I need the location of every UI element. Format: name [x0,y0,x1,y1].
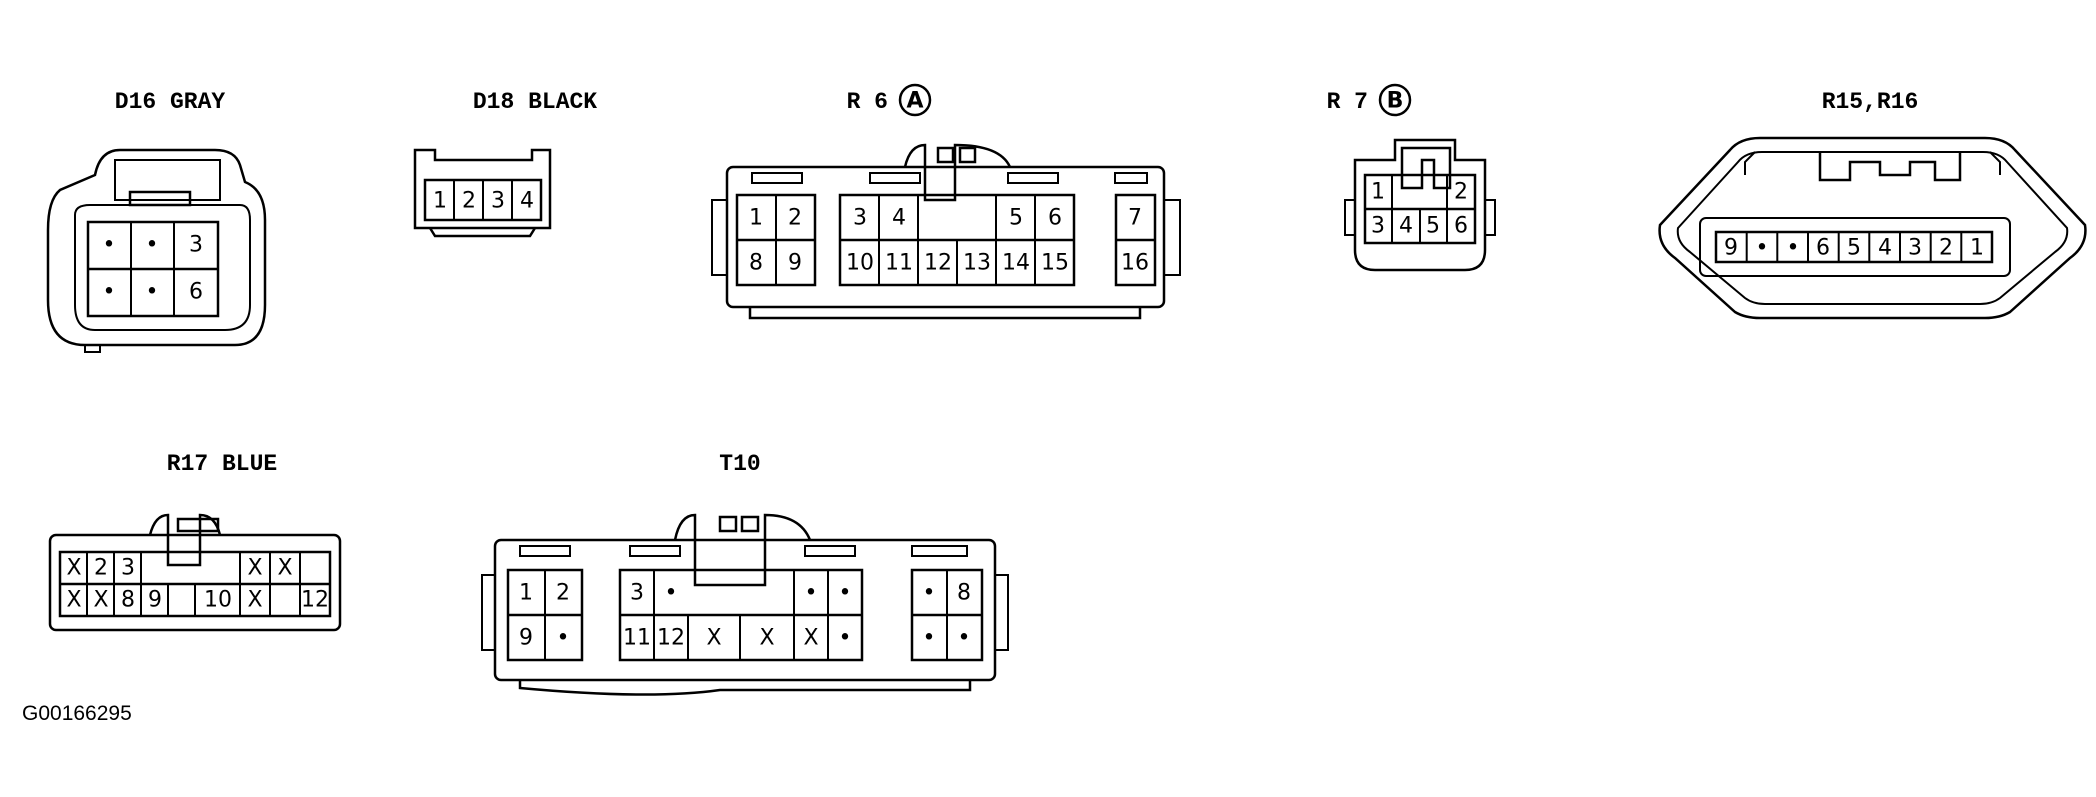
figure-id: G00166295 [22,702,132,725]
connector-r7-badge-label: B [1387,89,1404,114]
pin-cell: 9 [148,588,162,613]
pin-cell: • [1756,236,1769,261]
pin-cell: 6 [1816,236,1830,261]
pin-cell: • [146,280,159,305]
pin-cell: 8 [121,588,135,613]
pin-cell: • [146,233,159,258]
pin-cell: 1 [433,189,447,214]
connector-r15-r16: R15,R16 9 • • 6 5 4 3 2 1 [1658,89,2087,320]
pin-cell: 3 [189,233,203,258]
pin-cell: 4 [520,189,534,214]
pin-cell: 8 [957,581,971,606]
connector-t10-pins: 1 2 9 • 3 • • • 11 12 X X X • • 8 • • [519,581,971,651]
pin-cell: 3 [491,189,505,214]
pin-cell: 6 [189,280,203,305]
pin-cell: 1 [519,581,533,606]
pin-cell: 3 [1908,236,1922,261]
pin-cell: 6 [1048,206,1062,231]
connector-t10: T10 1 2 9 • 3 • • [481,451,1009,696]
pin-cell: 2 [556,581,570,606]
pin-cell: 2 [788,206,802,231]
pin-cell: 11 [885,251,913,276]
pin-cell: • [665,581,678,606]
pin-cell: 5 [1009,206,1023,231]
pin-cell: 2 [1939,236,1953,261]
pin-cell: 3 [121,556,135,581]
pin-cell: 2 [1454,180,1468,205]
pin-cell: 12 [924,251,952,276]
connector-r7-pins: 1 2 3 4 5 6 [1371,180,1468,239]
connector-d18: D18 BLACK 1 2 3 4 [413,89,597,238]
connector-r17: R17 BLUE X 2 3 X X X X 8 9 10 X 12 [48,451,342,632]
connector-r6-badge-label: A [906,89,923,114]
pin-cell: 9 [519,626,533,651]
connector-r6-pins: 1 2 8 9 3 4 5 6 10 11 12 13 14 15 7 16 [749,206,1149,276]
pin-cell: 5 [1847,236,1861,261]
pin-cell: 4 [1878,236,1892,261]
pin-cell: 2 [94,556,108,581]
connector-r15-r16-title: R15,R16 [1822,89,1919,115]
connector-r7: R 7 B 1 2 3 4 5 6 [1327,83,1496,272]
pin-cell: 11 [623,626,651,651]
connector-r15-r16-pins: 9 • • 6 5 4 3 2 1 [1724,236,1984,261]
pin-cell: 15 [1041,251,1069,276]
connector-r6-badge [898,83,932,117]
pin-cell: 10 [846,251,874,276]
pin-cell: X [706,626,721,651]
pin-cell: 8 [749,251,763,276]
pin-cell: 1 [1970,236,1984,261]
connector-d16-title: D16 GRAY [115,89,226,115]
pin-cell: 10 [204,588,232,613]
connector-r6: R 6 A 1 2 8 9 [711,83,1181,320]
pin-cell: X [247,556,262,581]
pin-cell: 3 [853,206,867,231]
connector-t10-title: T10 [719,451,760,477]
connector-d18-title: D18 BLACK [473,89,597,115]
pin-cell: 9 [788,251,802,276]
pin-cell: 9 [1724,236,1738,261]
connector-d16-pins: • • 3 • • 6 [103,233,203,305]
pin-cell: X [66,588,81,613]
pin-cell: • [839,581,852,606]
pin-cell: • [103,280,116,305]
pin-cell: • [958,626,971,651]
connector-r17-title: R17 BLUE [167,451,277,477]
pin-cell: 12 [657,626,685,651]
pin-cell: X [93,588,108,613]
connector-r17-pins: X 2 3 X X X X 8 9 10 X 12 [66,556,329,613]
pin-cell: X [277,556,292,581]
connector-r6-title: R 6 [847,89,888,115]
pin-cell: X [247,588,262,613]
pin-cell: 7 [1128,206,1142,231]
pin-cell: • [839,626,852,651]
pin-cell: 16 [1121,251,1149,276]
pin-cell: X [803,626,818,651]
pin-cell: • [923,626,936,651]
pin-cell: • [557,626,570,651]
pin-cell: • [103,233,116,258]
pin-cell: 6 [1454,214,1468,239]
pin-cell: 12 [301,588,329,613]
connector-r7-badge [1378,83,1412,117]
pin-cell: • [1787,236,1800,261]
pin-cell: X [66,556,81,581]
pin-cell: • [923,581,936,606]
pin-cell: 3 [1371,214,1385,239]
pin-cell: 13 [963,251,991,276]
pin-cell: 14 [1002,251,1030,276]
pin-cell: 1 [749,206,763,231]
pin-cell: 2 [462,189,476,214]
pin-cell: 5 [1426,214,1440,239]
connector-d18-pins: 1 2 3 4 [433,189,534,214]
pin-cell: 4 [892,206,906,231]
pin-cell: 3 [630,581,644,606]
pin-cell: 1 [1371,180,1385,205]
connector-r7-title: R 7 [1327,89,1368,115]
connector-d16: D16 GRAY • • 3 • • 6 [46,89,267,353]
pin-cell: • [805,581,818,606]
pin-cell: X [759,626,774,651]
pin-cell: 4 [1399,214,1413,239]
